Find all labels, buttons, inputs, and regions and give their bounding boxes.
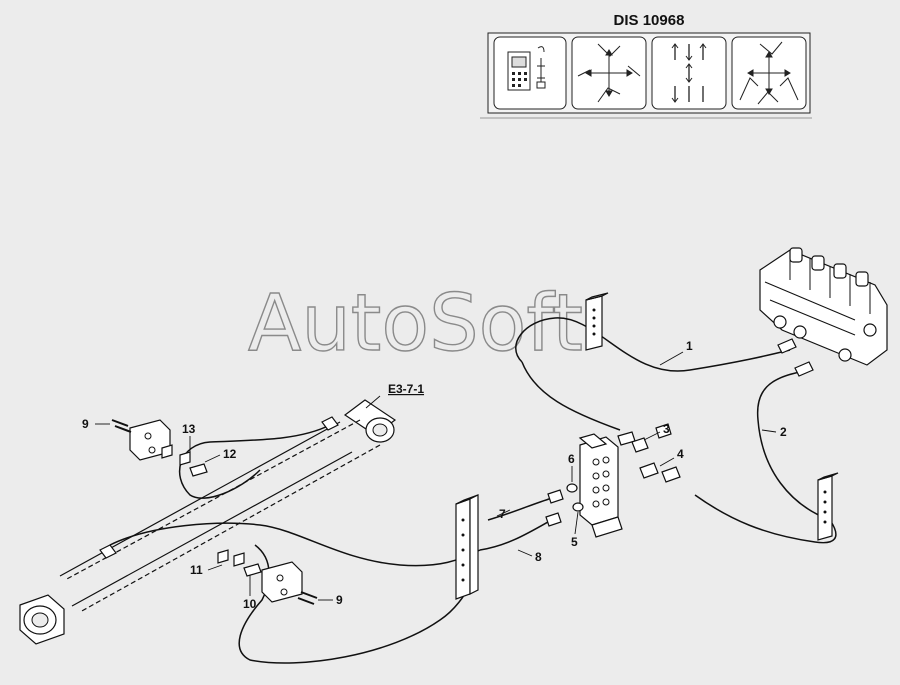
callout-13: 13 — [182, 422, 196, 436]
sensor-bracket-lower — [217, 549, 318, 605]
leader-lines — [95, 351, 777, 601]
cable-4 — [694, 494, 837, 544]
callout-4: 4 — [677, 447, 684, 461]
icon-panel — [480, 32, 812, 119]
cable-8 — [109, 522, 481, 567]
valve-connectors — [777, 338, 814, 377]
callout-6: 6 — [568, 452, 575, 466]
callout-3: 3 — [663, 422, 670, 436]
control-valve-block — [759, 247, 888, 366]
callout-12: 12 — [223, 447, 237, 461]
callout-5: 5 — [571, 535, 578, 549]
cable-7 — [487, 497, 553, 521]
cable-1-upper — [515, 317, 791, 372]
sensor-bracket-upper — [111, 419, 208, 477]
callouts: 1 2 3 4 5 6 7 8 9 9 10 11 12 13 E3-7-1 — [82, 339, 787, 611]
cable-8-connector — [479, 517, 556, 551]
reference-label: E3-7-1 — [388, 382, 424, 396]
boom-movements-icon — [571, 36, 647, 110]
cable-1-lower — [521, 361, 621, 431]
callout-7: 7 — [499, 507, 506, 521]
terminal-strip-upper — [585, 292, 609, 351]
cable-2 — [756, 371, 831, 521]
cylinder-cable-lower — [238, 544, 471, 664]
hydraulic-cylinder — [19, 399, 397, 645]
callout-11: 11 — [190, 563, 203, 577]
callout-8: 8 — [535, 550, 542, 564]
junction-bracket — [578, 433, 623, 538]
cable-harness — [109, 317, 837, 664]
autosoft-watermark: AutoSoft — [248, 279, 583, 369]
drawing-code: DIS 10968 — [614, 12, 685, 29]
control-unit-icon — [493, 36, 567, 110]
lift-arrows-icon — [651, 36, 727, 110]
callout-10: 10 — [243, 597, 257, 611]
excavator-movements-icon — [731, 36, 807, 110]
cylinder-cable-upper — [179, 424, 331, 499]
callout-2: 2 — [780, 425, 787, 439]
terminal-strip-lower — [455, 494, 479, 600]
callout-9-upper: 9 — [82, 417, 89, 431]
callout-9-lower: 9 — [336, 593, 343, 607]
bracket-connectors — [545, 423, 681, 527]
terminal-strip-right — [817, 472, 839, 541]
callout-1: 1 — [686, 339, 693, 353]
